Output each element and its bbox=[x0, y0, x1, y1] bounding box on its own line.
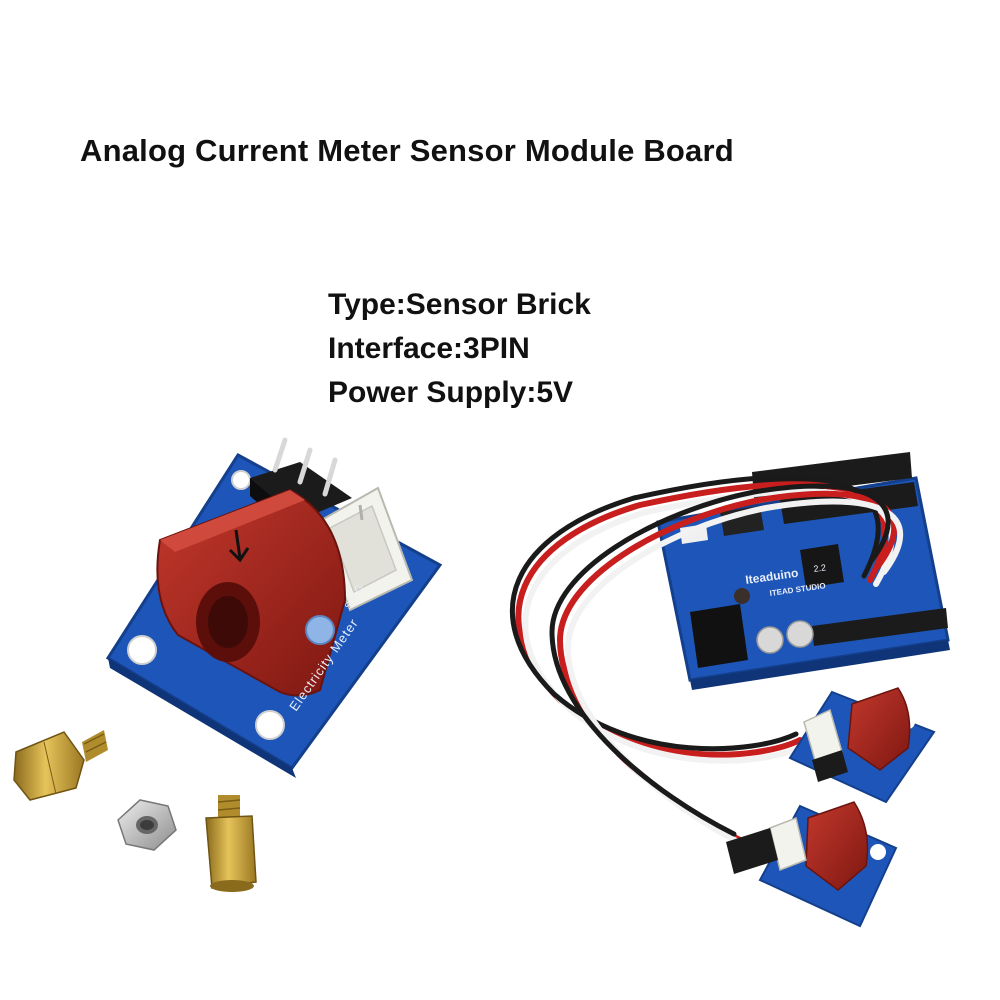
spec-type: Type:Sensor Brick bbox=[328, 288, 591, 321]
spec-power-supply: Power Supply:5V bbox=[328, 376, 574, 409]
calibration-dot bbox=[305, 615, 335, 645]
brass-standoff bbox=[13, 730, 108, 801]
mounting-hole bbox=[231, 470, 251, 490]
small-sensor-module bbox=[726, 801, 898, 928]
hex-nut bbox=[117, 799, 177, 851]
microcontroller-chip bbox=[800, 544, 844, 588]
current-sensor-module: Electricity Meter S V G bbox=[105, 437, 443, 778]
capacitor bbox=[756, 626, 784, 654]
mounting-hole bbox=[255, 710, 285, 740]
capacitor bbox=[786, 620, 814, 648]
spec-interface: Interface:3PIN bbox=[328, 332, 530, 365]
page-title: Analog Current Meter Sensor Module Board bbox=[80, 133, 734, 168]
small-sensor-module bbox=[788, 687, 936, 804]
current-transformer bbox=[156, 488, 347, 697]
jumper-cables bbox=[509, 474, 904, 849]
arrow-icon bbox=[228, 529, 250, 563]
brass-standoff bbox=[205, 795, 257, 892]
mounting-hole bbox=[127, 635, 157, 665]
board-version: 2.2 bbox=[813, 562, 827, 574]
spec-list: Type:Sensor Brick Interface:3PIN Power S… bbox=[328, 283, 591, 415]
